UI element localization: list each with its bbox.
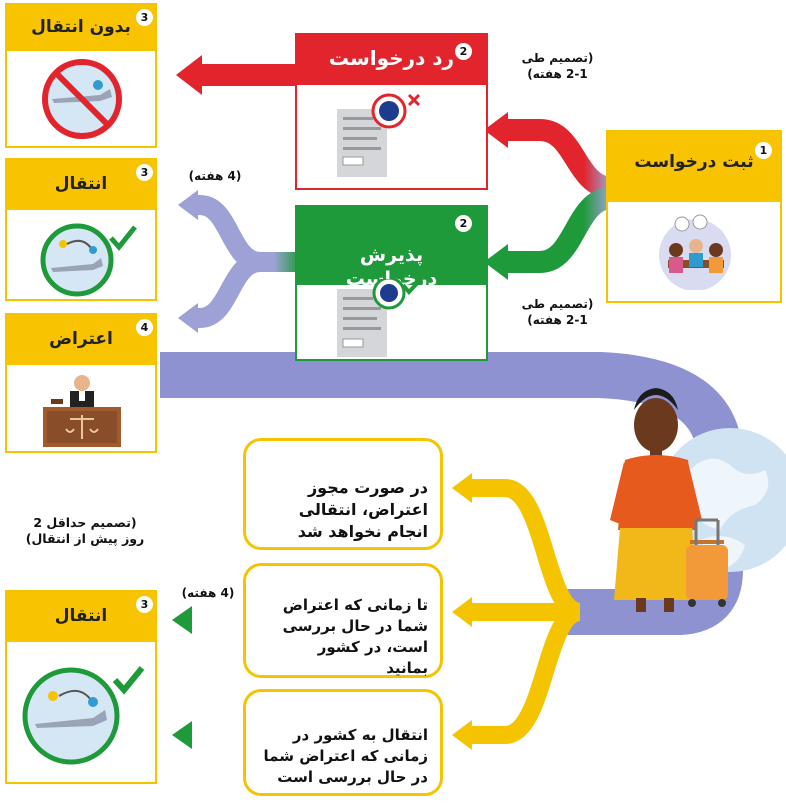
decision-time-note-bottom: (تصمیم طی 2-1 هفته) xyxy=(521,297,594,327)
accept-request-box: پذیرش درخواست 2 xyxy=(295,205,488,361)
interview-group-icon xyxy=(659,214,731,290)
transfer-bottom-header: انتقال xyxy=(7,592,155,642)
transfer-top-duration: (4 هفته) xyxy=(188,169,242,183)
person-with-suitcase-illustration xyxy=(610,388,728,612)
no-transfer-title: بدون انتقال xyxy=(31,17,131,37)
accept-arrow xyxy=(505,187,613,273)
appeal-title: اعتراض xyxy=(49,329,113,349)
step-number-badge: 3 xyxy=(136,596,153,613)
outcome-transfer-during-appeal: انتقال به کشور در زمانی که اعتراض شما در… xyxy=(243,689,443,796)
step-number-badge: 3 xyxy=(136,164,153,181)
no-transfer-box: بدون انتقال 3 xyxy=(5,3,157,148)
no-transfer-header: بدون انتقال xyxy=(7,5,155,51)
lodge-request-box: ثبت درخواست 1 xyxy=(606,130,782,303)
step-number-badge: 2 xyxy=(455,43,472,60)
appeal-outcome-fork xyxy=(470,479,583,621)
transfer-notice-note: (تصمیم حداقل 2 روز پیش از انتقال) xyxy=(25,515,145,546)
transfer-box-bottom: انتقال 3 xyxy=(5,590,157,784)
lodge-title: ثبت درخواست xyxy=(634,152,754,172)
step-number-badge: 4 xyxy=(136,319,153,336)
accept-header: پذیرش درخواست xyxy=(297,207,486,290)
outcome-text: انتقال به کشور در زمانی که اعتراض شما در… xyxy=(263,726,428,786)
transfer-plane-icon xyxy=(22,666,145,765)
transfer-top-title: انتقال xyxy=(54,174,108,194)
transfer-plane-icon xyxy=(40,223,137,297)
appeal-box: اعتراض 4 xyxy=(5,313,157,453)
outcome-text: در صورت مجوز اعتراض، انتقالی انجام نخواه… xyxy=(297,478,428,541)
reject-arrow xyxy=(505,119,613,199)
step-number-badge: 3 xyxy=(136,9,153,26)
decision-time-note-top: (تصمیم طی 2-1 هفته) xyxy=(521,51,594,81)
step-number-badge: 1 xyxy=(755,142,772,159)
step-number-badge: 2 xyxy=(455,215,472,232)
accepted-document-icon xyxy=(337,279,423,357)
reject-request-box: رد درخواست 2 xyxy=(295,33,488,190)
transfer-bottom-duration: (4 هفته) xyxy=(181,586,235,600)
judge-court-icon xyxy=(43,375,121,447)
transfer-box-top: انتقال 3 xyxy=(5,158,157,301)
reject-title: رد درخواست xyxy=(328,46,455,70)
outcome-no-transfer-if-granted: در صورت مجوز اعتراض، انتقالی انجام نخواه… xyxy=(243,438,443,550)
appeal-header: اعتراض xyxy=(7,315,155,365)
accept-fork xyxy=(195,195,300,272)
reject-header: رد درخواست xyxy=(297,35,486,85)
lodge-header: ثبت درخواست xyxy=(608,132,780,202)
transfer-bottom-title: انتقال xyxy=(54,606,108,626)
rejected-document-icon xyxy=(337,93,421,177)
transfer-top-header: انتقال xyxy=(7,160,155,210)
no-plane-icon xyxy=(42,59,122,139)
outcome-stay-during-appeal: تا زمانی که اعتراض شما در حال بررسی است،… xyxy=(243,563,443,678)
outcome-text: تا زمانی که اعتراض شما در حال بررسی است،… xyxy=(282,596,428,677)
